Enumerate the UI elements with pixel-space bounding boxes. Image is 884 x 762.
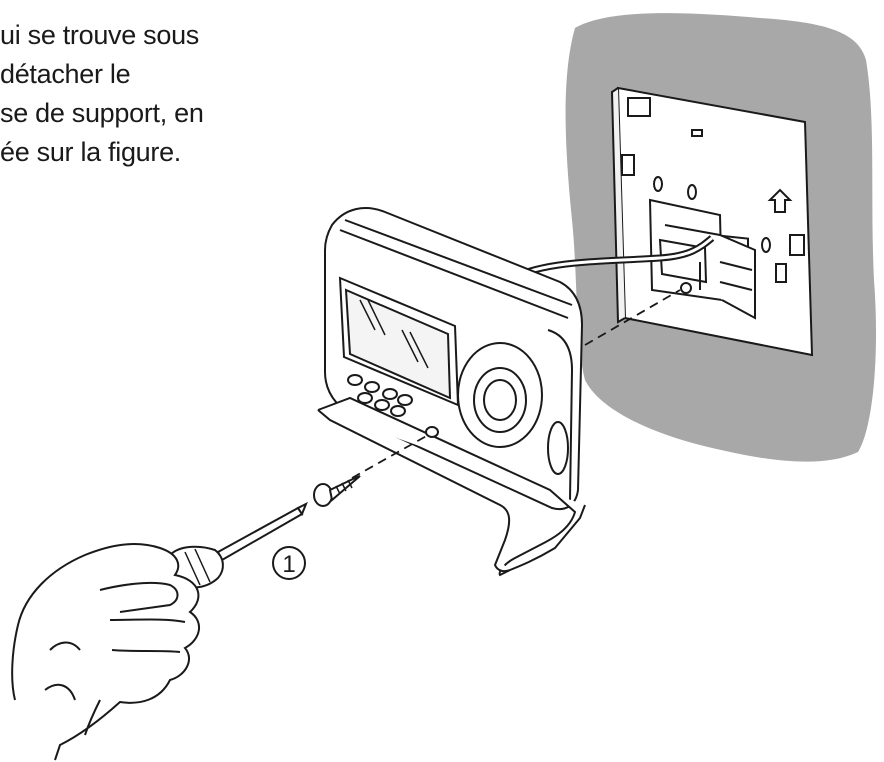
hand <box>11 543 200 761</box>
instruction-line-3: se de support, en <box>0 98 204 128</box>
instruction-text: ui se trouve sous détacher le se de supp… <box>0 16 270 172</box>
step-callout-number: 1 <box>282 551 295 578</box>
wall-mounting-plate <box>610 86 814 357</box>
instruction-line-1: ui se trouve sous <box>0 20 200 50</box>
mount-guide-line <box>584 289 681 346</box>
instruction-line-4: ée sur la figure. <box>0 137 181 167</box>
screw <box>313 475 361 507</box>
step-callout-circle <box>272 546 306 580</box>
thermostat-unit <box>324 207 584 510</box>
support-base <box>317 396 586 577</box>
instruction-line-2: détacher le <box>0 59 131 89</box>
